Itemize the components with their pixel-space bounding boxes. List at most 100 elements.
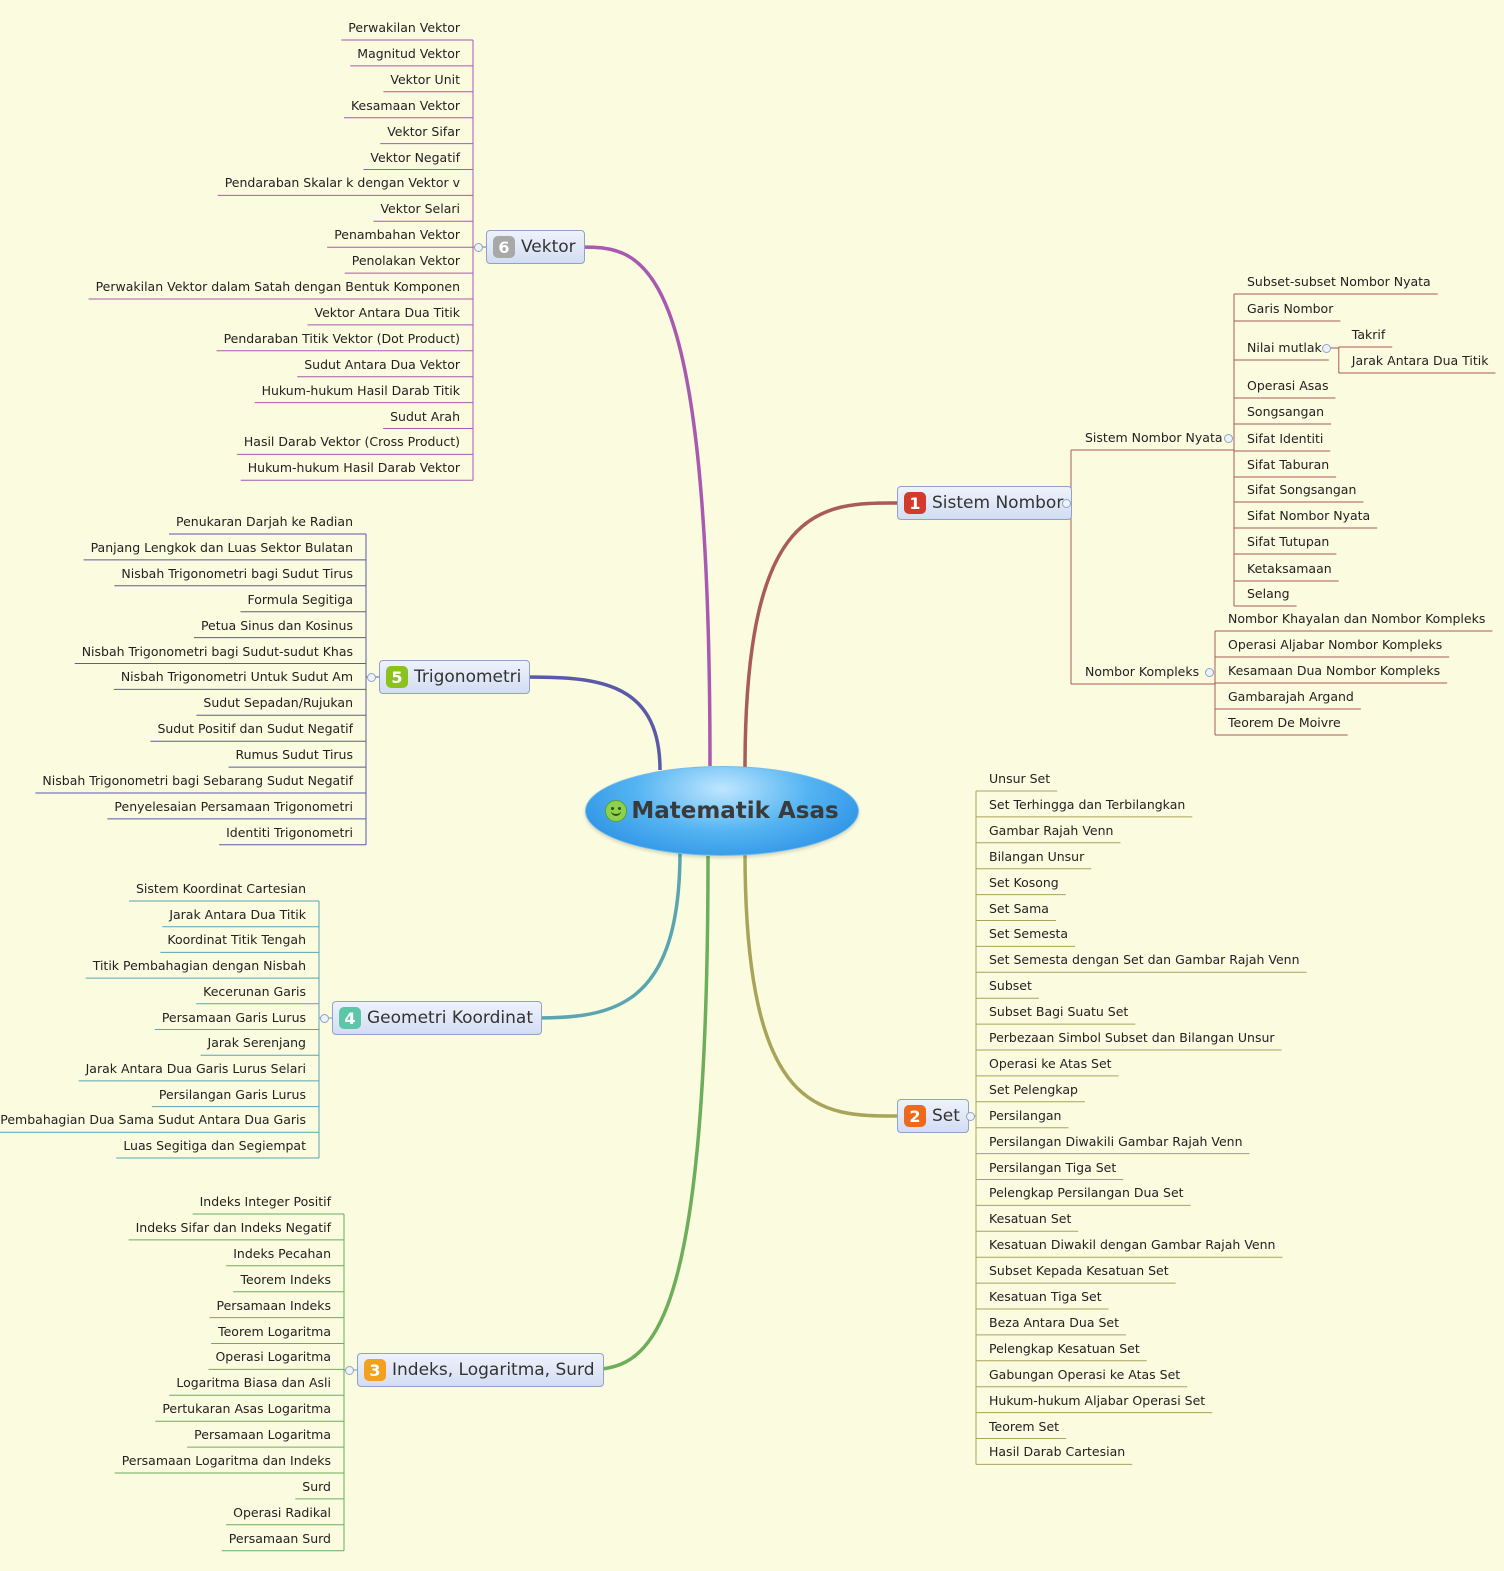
topic-sifat-tutupan[interactable]: Sifat Tutupan — [1247, 534, 1330, 549]
topic-jarak-antara-dua-titik[interactable]: Jarak Antara Dua Titik — [169, 906, 306, 922]
topic-set-semesta-dengan-set-dan-gambar-rajah-venn[interactable]: Set Semesta dengan Set dan Gambar Rajah … — [989, 952, 1300, 968]
topic-nisbah-trigonometri-bagi-sebarang-sudut-negatif[interactable]: Nisbah Trigonometri bagi Sebarang Sudut … — [42, 773, 353, 788]
topic-garis-nombor[interactable]: Garis Nombor — [1247, 301, 1334, 316]
collapse-b3-icon[interactable] — [345, 1366, 354, 1375]
topic-penolakan-vektor[interactable]: Penolakan Vektor — [351, 253, 460, 269]
collapse-nilai-mutlak-icon[interactable] — [1321, 344, 1331, 353]
topic-kesamaan-vektor[interactable]: Kesamaan Vektor — [350, 97, 460, 113]
topic-titik-pembahagian-dengan-nisbah[interactable]: Titik Pembahagian dengan Nisbah — [92, 958, 306, 974]
topic-gabungan-operasi-ke-atas-set[interactable]: Gabungan Operasi ke Atas Set — [989, 1366, 1181, 1382]
topic-set-terhingga-dan-terbilangkan[interactable]: Set Terhingga dan Terbilangkan — [989, 796, 1186, 812]
topic-sudut-arah[interactable]: Sudut Arah — [390, 408, 460, 424]
topic-unsur-set[interactable]: Unsur Set — [989, 771, 1051, 786]
topic-ketaksamaan[interactable]: Ketaksamaan — [1247, 561, 1332, 576]
topic-operasi-logaritma[interactable]: Operasi Logaritma — [215, 1349, 331, 1365]
topic-jarak-antara-dua-titik[interactable]: Jarak Antara Dua Titik — [1351, 353, 1489, 368]
topic-sudut-positif-dan-sudut-negatif[interactable]: Sudut Positif dan Sudut Negatif — [157, 721, 353, 737]
topic-sistem-koordinat-cartesian[interactable]: Sistem Koordinat Cartesian — [135, 881, 306, 896]
topic-operasi-aljabar-nombor-kompleks[interactable]: Operasi Aljabar Nombor Kompleks — [1228, 637, 1443, 652]
topic-hasil-darab-vektor-cross-product[interactable]: Hasil Darab Vektor (Cross Product) — [243, 434, 460, 450]
collapse-b2-icon[interactable] — [966, 1112, 975, 1121]
topic-petua-sinus-dan-kosinus[interactable]: Petua Sinus dan Kosinus — [200, 617, 353, 633]
topic-operasi-ke-atas-set[interactable]: Operasi ke Atas Set — [989, 1055, 1112, 1071]
topic-vektor-selari[interactable]: Vektor Selari — [380, 201, 460, 217]
topic-sudut-sepadan-rujukan[interactable]: Sudut Sepadan/Rujukan — [203, 695, 353, 711]
topic-kecerunan-garis[interactable]: Kecerunan Garis — [203, 983, 306, 999]
topic-selang[interactable]: Selang — [1247, 586, 1290, 601]
topic-nilai-mutlak[interactable]: Nilai mutlak — [1247, 340, 1322, 355]
topic-formula-segitiga[interactable]: Formula Segitiga — [247, 591, 353, 607]
topic-gambar-rajah-venn[interactable]: Gambar Rajah Venn — [989, 822, 1114, 838]
topic-subset-bagi-suatu-set[interactable]: Subset Bagi Suatu Set — [989, 1004, 1129, 1020]
topic-penyelesaian-persamaan-trigonometri[interactable]: Penyelesaian Persamaan Trigonometri — [114, 798, 353, 814]
topic-sifat-songsangan[interactable]: Sifat Songsangan — [1247, 482, 1357, 497]
topic-set-sama[interactable]: Set Sama — [989, 900, 1049, 916]
topic-hukum-hukum-hasil-darab-vektor[interactable]: Hukum-hukum Hasil Darab Vektor — [247, 460, 460, 476]
topic-persamaan-surd[interactable]: Persamaan Surd — [228, 1530, 331, 1546]
topic-sudut-antara-dua-vektor[interactable]: Sudut Antara Dua Vektor — [304, 356, 460, 372]
topic-kesatuan-diwakil-dengan-gambar-rajah-venn[interactable]: Kesatuan Diwakil dengan Gambar Rajah Ven… — [989, 1237, 1276, 1253]
collapse-b5-icon[interactable] — [367, 673, 376, 682]
topic-gambarajah-argand[interactable]: Gambarajah Argand — [1228, 689, 1354, 704]
topic-pendaraban-titik-vektor-dot-product[interactable]: Pendaraban Titik Vektor (Dot Product) — [223, 330, 460, 346]
topic-bilangan-unsur[interactable]: Bilangan Unsur — [989, 848, 1085, 864]
topic-subset-kepada-kesatuan-set[interactable]: Subset Kepada Kesatuan Set — [989, 1263, 1169, 1279]
topic-hasil-darab-cartesian[interactable]: Hasil Darab Cartesian — [989, 1444, 1126, 1460]
topic-persamaan-garis-lurus[interactable]: Persamaan Garis Lurus — [161, 1009, 306, 1025]
topic-perwakilan-vektor-dalam-satah-dengan-bentuk-komponen[interactable]: Perwakilan Vektor dalam Satah dengan Ben… — [95, 279, 460, 294]
topic-persilangan-diwakili-gambar-rajah-venn[interactable]: Persilangan Diwakili Gambar Rajah Venn — [989, 1133, 1243, 1149]
topic-kesamaan-dua-nombor-kompleks[interactable]: Kesamaan Dua Nombor Kompleks — [1228, 663, 1441, 678]
topic-persamaan-indeks[interactable]: Persamaan Indeks — [216, 1297, 331, 1313]
topic-subset[interactable]: Subset — [989, 978, 1032, 994]
topic-vektor-unit[interactable]: Vektor Unit — [390, 71, 460, 87]
topic-pertukaran-asas-logaritma[interactable]: Pertukaran Asas Logaritma — [162, 1401, 331, 1417]
topic-set-kosong[interactable]: Set Kosong — [989, 874, 1059, 890]
topic-hukum-hukum-hasil-darab-titik[interactable]: Hukum-hukum Hasil Darab Titik — [261, 382, 460, 398]
topic-teorem-set[interactable]: Teorem Set — [989, 1418, 1060, 1434]
topic-pelengkap-kesatuan-set[interactable]: Pelengkap Kesatuan Set — [989, 1340, 1140, 1356]
topic-set-pelengkap[interactable]: Set Pelengkap — [989, 1081, 1078, 1097]
topic-logaritma-biasa-dan-asli[interactable]: Logaritma Biasa dan Asli — [176, 1375, 331, 1391]
topic-beza-antara-dua-set[interactable]: Beza Antara Dua Set — [989, 1314, 1119, 1330]
central-topic[interactable]: Matematik Asas — [585, 766, 859, 856]
topic-takrif[interactable]: Takrif — [1351, 327, 1386, 342]
topic-set-semesta[interactable]: Set Semesta — [989, 926, 1069, 942]
topic-pembahagian-dua-sama-sudut-antara-dua-garis[interactable]: Pembahagian Dua Sama Sudut Antara Dua Ga… — [0, 1112, 306, 1128]
topic-persilangan-garis-lurus[interactable]: Persilangan Garis Lurus — [158, 1086, 306, 1102]
topic-teorem-indeks[interactable]: Teorem Indeks — [240, 1271, 331, 1287]
subtopic-sistem-nombor-nyata[interactable]: Sistem Nombor Nyata — [1085, 430, 1223, 445]
topic-pelengkap-persilangan-dua-set[interactable]: Pelengkap Persilangan Dua Set — [989, 1185, 1184, 1201]
topic-sifat-identiti[interactable]: Sifat Identiti — [1247, 431, 1324, 446]
topic-koordinat-titik-tengah[interactable]: Koordinat Titik Tengah — [167, 932, 306, 948]
topic-perwakilan-vektor[interactable]: Perwakilan Vektor — [348, 20, 460, 35]
topic-identiti-trigonometri[interactable]: Identiti Trigonometri — [226, 824, 353, 840]
topic-indeks-pecahan[interactable]: Indeks Pecahan — [233, 1245, 331, 1261]
collapse-b4-icon[interactable] — [320, 1014, 329, 1023]
topic-pendaraban-skalar-k-dengan-vektor-v[interactable]: Pendaraban Skalar k dengan Vektor v — [224, 175, 460, 191]
topic-sifat-nombor-nyata[interactable]: Sifat Nombor Nyata — [1247, 508, 1371, 523]
topic-vektor-sifar[interactable]: Vektor Sifar — [387, 123, 460, 139]
topic-persilangan-tiga-set[interactable]: Persilangan Tiga Set — [989, 1159, 1117, 1175]
collapse-sistem-nombor-nyata-icon[interactable] — [1224, 434, 1233, 443]
topic-operasi-asas[interactable]: Operasi Asas — [1247, 378, 1329, 393]
topic-indeks-integer-positif[interactable]: Indeks Integer Positif — [199, 1194, 331, 1209]
topic-kesatuan-set[interactable]: Kesatuan Set — [989, 1211, 1072, 1227]
topic-persilangan[interactable]: Persilangan — [989, 1107, 1062, 1123]
topic-indeks-sifar-dan-indeks-negatif[interactable]: Indeks Sifar dan Indeks Negatif — [135, 1219, 331, 1235]
topic-penambahan-vektor[interactable]: Penambahan Vektor — [334, 227, 460, 243]
topic-jarak-serenjang[interactable]: Jarak Serenjang — [207, 1035, 306, 1051]
topic-persamaan-logaritma[interactable]: Persamaan Logaritma — [194, 1427, 331, 1443]
subtopic-nombor-kompleks[interactable]: Nombor Kompleks — [1085, 664, 1200, 679]
topic-nombor-khayalan-dan-nombor-kompleks[interactable]: Nombor Khayalan dan Nombor Kompleks — [1228, 611, 1486, 626]
topic-rumus-sudut-tirus[interactable]: Rumus Sudut Tirus — [235, 747, 353, 763]
topic-jarak-antara-dua-garis-lurus-selari[interactable]: Jarak Antara Dua Garis Lurus Selari — [85, 1060, 306, 1076]
collapse-nombor-kompleks-icon[interactable] — [1205, 668, 1214, 677]
topic-panjang-lengkok-dan-luas-sektor-bulatan[interactable]: Panjang Lengkok dan Luas Sektor Bulatan — [90, 539, 353, 555]
topic-nisbah-trigonometri-bagi-sudut-sudut-khas[interactable]: Nisbah Trigonometri bagi Sudut-sudut Kha… — [81, 643, 353, 659]
